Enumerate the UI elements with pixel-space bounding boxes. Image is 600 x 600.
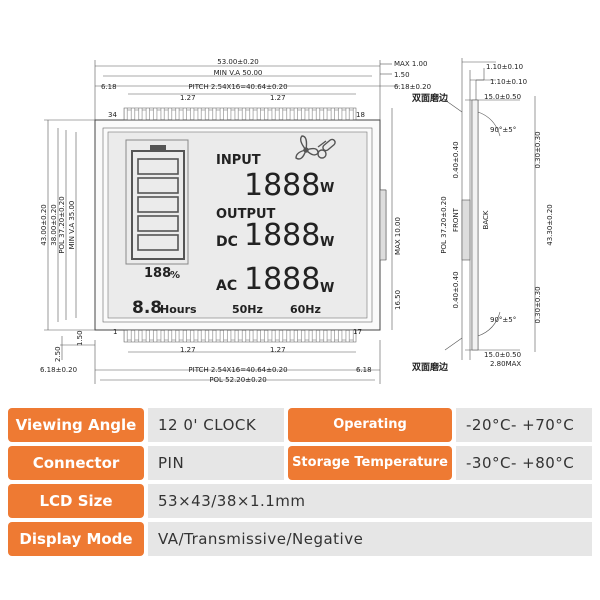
top-dimension-lines [94, 60, 400, 120]
hours-label: Hours [160, 303, 197, 316]
lcd-size-label: LCD Size [8, 484, 144, 518]
side-dim-0-30-bottom: 0.30±0.30 [534, 286, 542, 323]
overall-height-dim: 43.00±0.20 [40, 204, 48, 246]
pol-width-dim: POL 52.20±0.20 [209, 376, 266, 384]
dim-1-50-left: 1.50 [76, 330, 84, 346]
pin-1-label: 1 [113, 328, 117, 336]
pin-offset-right-top: 6.18±0.20 [394, 83, 431, 91]
side-angle-bottom: 90°±5° [490, 316, 516, 324]
side-dim-2-80: 2.80MAX [490, 360, 521, 368]
dim-16-50: 16.50 [394, 290, 402, 310]
max-thickness-dim: MAX 1.00 [394, 60, 427, 68]
side-dim-43-30: 43.30±0.20 [546, 204, 554, 246]
connector-label: Connector [8, 446, 144, 480]
pin-width-right-bottom: 1.27 [270, 346, 286, 354]
back-label: BACK [482, 210, 490, 229]
pin-width-left-top: 1.27 [180, 94, 196, 102]
edge-label-bottom: 双面磨边 [412, 361, 449, 373]
pin-width-right-top: 1.27 [270, 94, 286, 102]
hz-50-label: 50Hz [232, 303, 263, 316]
hours-digits: 8.8 [132, 298, 162, 318]
lcd-technical-drawing: 53.00±0.20 MAX 1.00 MIN V.A 50.00 1.50 6… [40, 58, 554, 384]
thermometer-icon [317, 138, 336, 159]
spec-row-display: Display Mode VA/Transmissive/Negative [8, 522, 592, 556]
percent-sign: % [170, 270, 180, 281]
bottom-pin-row [123, 329, 357, 343]
pin-offset-left-top: 6.18 [101, 83, 117, 91]
dc-unit-w: W [320, 235, 334, 250]
percent-digits: 188 [144, 266, 171, 281]
side-dim-0-30-top: 0.30±0.30 [534, 131, 542, 168]
height-38-dim: 38.00±0.20 [50, 204, 58, 246]
viewing-angle-label: Viewing Angle [8, 408, 144, 442]
side-dim-0-40-top: 0.40±0.40 [452, 141, 460, 178]
spec-row-connector: Connector PIN Storage Temperature -30°C-… [8, 446, 592, 480]
side-pol-dim: POL 37.20±0.20 [440, 196, 448, 253]
dc-digits: 1888 [244, 218, 320, 253]
connector-value: PIN [148, 446, 284, 480]
input-unit-w: W [320, 181, 334, 196]
pol-height-dim: POL 37.20±0.20 [58, 196, 66, 253]
polarizer-outline [102, 127, 373, 323]
side-dim-1-10-a: 1.10±0.10 [486, 63, 523, 71]
output-label: OUTPUT [216, 207, 276, 222]
dc-label: DC [216, 234, 238, 250]
bottom-dimension-lines [94, 340, 381, 384]
dim-1-50-top: 1.50 [394, 71, 410, 79]
viewing-angle-value: 12 0' CLOCK [148, 408, 284, 442]
display-mode-value: VA/Transmissive/Negative [148, 522, 592, 556]
spec-row-viewing: Viewing Angle 12 0' CLOCK Operating Temp… [8, 408, 592, 466]
pitch-top-dim: PITCH 2.54X16=40.64±0.20 [188, 83, 287, 91]
side-pin-profile [461, 199, 471, 261]
pin-17-label: 17 [353, 328, 362, 336]
dim-2-50: 2.50 [54, 346, 62, 362]
side-dim-15-bottom: 15.0±0.50 [484, 351, 521, 359]
side-dim-1-10-b: 1.10±0.10 [490, 78, 527, 86]
pin-offset-left-bottom: 6.18±0.20 [40, 366, 77, 374]
operating-temp-value: -20°C- +70°C [456, 408, 592, 442]
lcd-size-value: 53×43/38×1.1mm [148, 484, 592, 518]
side-angle-top: 90°±5° [490, 126, 516, 134]
storage-temp-label: Storage Temperature [288, 446, 452, 480]
operating-temp-label: Operating Temperature [288, 408, 452, 466]
lcd-view-area [107, 131, 368, 319]
overall-width-dim: 53.00±0.20 [217, 58, 259, 66]
ac-unit-w: W [320, 281, 334, 296]
connector-side-profile [379, 189, 387, 261]
side-dim-15-top: 15.0±0.50 [484, 93, 521, 101]
display-mode-label: Display Mode [8, 522, 144, 556]
pin-34-label: 34 [108, 111, 117, 119]
input-label: INPUT [216, 153, 261, 168]
input-digits: 1888 [244, 168, 320, 203]
battery-icon [125, 139, 189, 265]
ac-digits: 1888 [244, 262, 320, 297]
hz-60-label: 60Hz [290, 303, 321, 316]
max-10-dim: MAX 10.00 [394, 217, 402, 255]
left-dimension-lines [44, 119, 95, 360]
side-glass-profile [471, 99, 479, 351]
pin-width-left-bottom: 1.27 [180, 346, 196, 354]
side-dim-0-40-bottom: 0.40±0.40 [452, 271, 460, 308]
min-va-width-dim: MIN V.A 50.00 [214, 69, 263, 77]
storage-temp-value: -30°C- +80°C [456, 446, 592, 480]
pin-offset-right-bottom: 6.18 [356, 366, 372, 374]
ac-label: AC [216, 278, 237, 294]
pin-18-label: 18 [356, 111, 365, 119]
pitch-bottom-dim: PITCH 2.54X16=40.64±0.20 [188, 366, 287, 374]
edge-label-top: 双面磨边 [412, 92, 449, 104]
top-pin-row [123, 107, 357, 121]
spec-row-size: LCD Size 53×43/38×1.1mm [8, 484, 592, 518]
front-label: FRONT [452, 207, 460, 232]
min-va-height-dim: MIN V.A 35.00 [68, 201, 76, 250]
